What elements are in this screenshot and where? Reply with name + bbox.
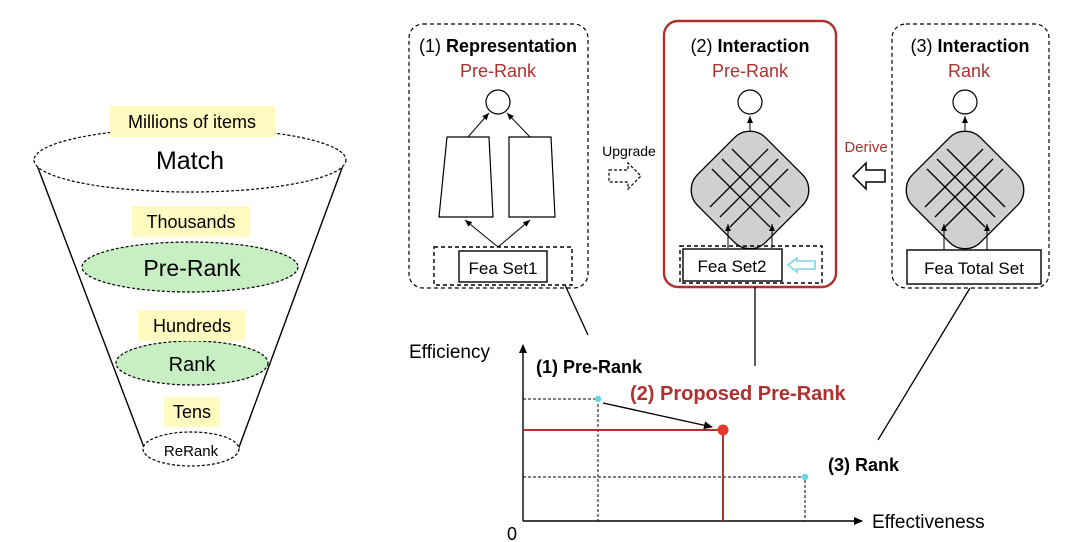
panel-interaction-rank: (3) Interaction Rank Fea Total Set [891,23,1050,289]
match-label: Match [156,147,224,175]
panel-1-tower-right [508,136,556,218]
upgrade-arrow-icon [608,161,642,191]
funnel-left-edge [34,159,146,451]
rerank-ellipse [142,431,240,467]
millions-label: Millions of items [128,112,256,132]
panel-3-output-node [952,89,978,115]
rank-label: Rank [169,354,217,376]
panel-2-interaction-block [690,130,810,250]
connector-panel-3 [877,287,971,441]
panel-2-interaction-diamond [690,130,810,250]
point-proposed-prerank [717,424,729,436]
point-rank [801,473,809,481]
thousands-label: Thousands [146,212,235,232]
panel-3-border [891,23,1050,289]
derive-label: Derive [844,139,887,156]
panel-2-fea-label: Fea Set2 [698,257,767,276]
panel-3-interaction-block [905,130,1025,250]
panel-1-arrow [506,112,531,138]
panel-3-title: (3) Interaction [910,36,1029,56]
panel-1-fea-box [458,250,548,283]
point-prerank [594,395,602,403]
panel-1-subtitle: Pre-Rank [460,61,537,81]
panel-2-grid [709,148,791,228]
derive-arrow-icon [851,161,886,191]
panel-1-tower-left [438,136,494,218]
panel-2-output-node [737,89,763,115]
panel-2-subtitle: Pre-Rank [712,61,789,81]
panel-3-subtitle: Rank [948,61,991,81]
prerank-label: Pre-Rank [143,255,241,281]
label-proposed-prerank: (2) Proposed Pre-Rank [630,383,846,405]
panel-1-title: (1) Representation [419,36,577,56]
panel-2-fea-outer [679,245,823,284]
improvement-arrow [602,402,713,430]
tens-highlight [164,397,220,427]
rank-ellipse [115,340,269,386]
hundreds-label: Hundreds [153,316,231,336]
panel-2-border [662,19,838,289]
origin-label: 0 [507,524,517,542]
panel-1-fea-label: Fea Set1 [469,259,538,278]
thousands-highlight [132,206,250,237]
label-prerank: (1) Pre-Rank [536,357,643,377]
label-rank: (3) Rank [828,455,900,475]
guide-rank [523,476,806,521]
panel-2-title: (2) Interaction [690,36,809,56]
panel-1-output-node [485,89,511,115]
funnel-right-edge [237,159,346,451]
connector-panel-1 [564,284,589,336]
upgrade-label: Upgrade [602,143,656,159]
guide-proposed [523,429,724,521]
panel-1-arrow [464,219,499,248]
panel-representation-prerank: (1) Representation Pre-Rank Fea Set1 [408,23,589,289]
hundreds-highlight [138,310,246,341]
panel-3-fea-label: Fea Total Set [924,259,1024,278]
funnel: Millions of items Match Thousands Pre-Ra… [33,106,347,467]
prerank-ellipse [81,241,299,293]
panel-interaction-prerank: (2) Interaction Pre-Rank Fea Set2 [662,19,838,289]
tens-label: Tens [173,402,211,422]
panel-1-fea-outer [433,246,573,286]
rerank-label: ReRank [164,443,219,460]
panel-1-arrow [497,219,531,248]
panel-1-border [408,23,589,289]
millions-highlight [110,106,275,137]
y-axis-label: Efficiency [409,342,490,363]
x-axis-label: Effectiveness [872,512,985,533]
panel-3-fea-box [906,249,1042,285]
guide-prerank [523,398,599,521]
panel-3-grid [924,148,1006,228]
efficiency-effectiveness-plot: Efficiency Effectiveness 0 (1) Pre-Rank … [409,342,985,542]
panel-3-interaction-diamond [905,130,1025,250]
panel-1-arrow [467,112,490,138]
add-feature-arrow-icon [786,256,816,274]
panel-2-fea-box [682,248,783,282]
